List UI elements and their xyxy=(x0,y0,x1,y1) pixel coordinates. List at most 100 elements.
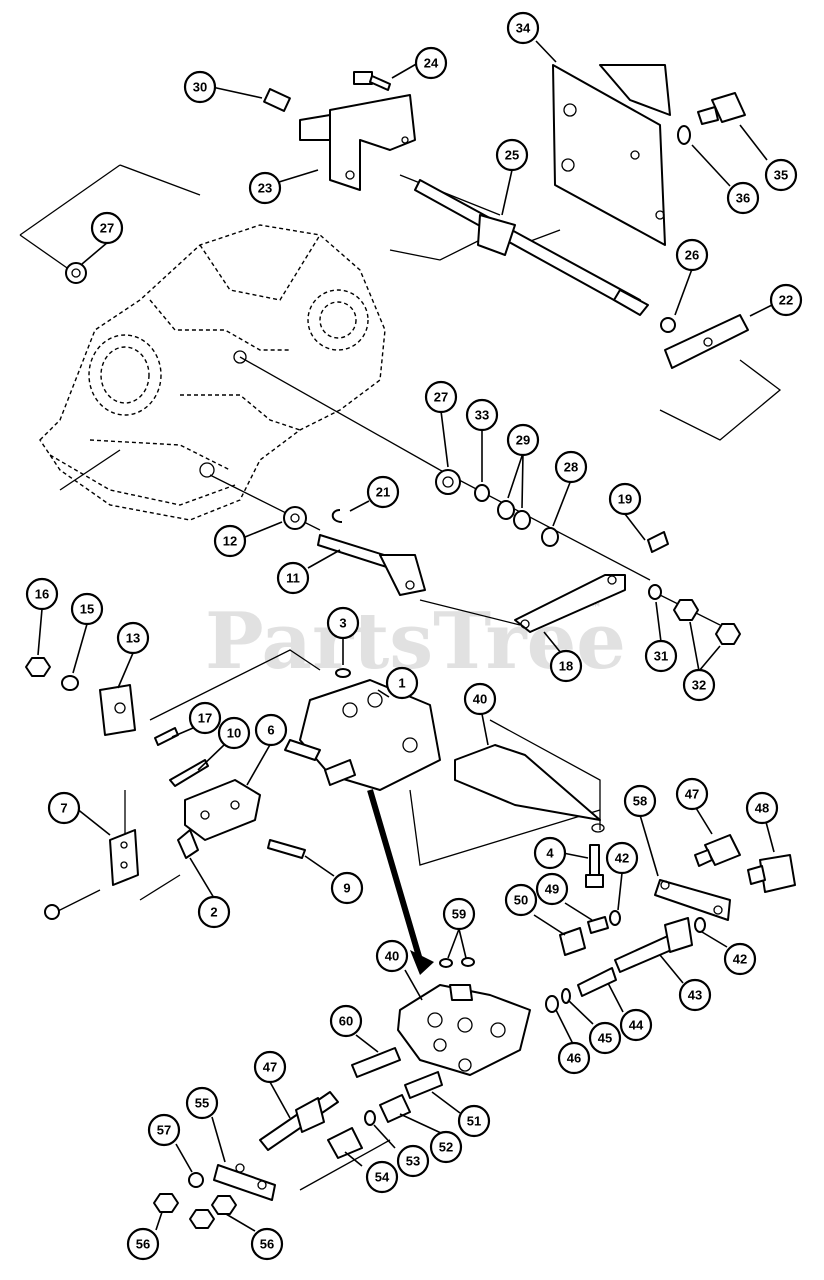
callout-56: 56 xyxy=(250,1227,284,1261)
svg-text:6: 6 xyxy=(267,723,274,738)
link-part xyxy=(654,879,731,921)
valve-body-part xyxy=(284,679,441,791)
svg-text:58: 58 xyxy=(633,794,647,809)
svg-text:49: 49 xyxy=(545,882,559,897)
svg-text:42: 42 xyxy=(615,851,629,866)
nut-part xyxy=(673,599,741,645)
plate-part xyxy=(664,314,749,369)
svg-text:27: 27 xyxy=(434,390,448,405)
clip-part xyxy=(331,509,343,523)
callout-53: 53 xyxy=(396,1144,430,1178)
svg-text:17: 17 xyxy=(198,711,212,726)
callout-26: 26 xyxy=(675,238,709,272)
callout-47: 47 xyxy=(253,1050,287,1084)
callout-50: 50 xyxy=(504,883,538,917)
svg-text:47: 47 xyxy=(685,787,699,802)
valve-body-part xyxy=(397,984,531,1076)
svg-text:25: 25 xyxy=(505,148,519,163)
callout-15: 15 xyxy=(70,592,104,626)
callout-27: 27 xyxy=(90,211,124,245)
svg-text:32: 32 xyxy=(692,678,706,693)
callout-58: 58 xyxy=(623,784,657,818)
svg-text:60: 60 xyxy=(339,1014,353,1029)
svg-text:30: 30 xyxy=(193,80,207,95)
callout-42: 42 xyxy=(605,841,639,875)
svg-text:59: 59 xyxy=(452,907,466,922)
bolt-part xyxy=(353,71,391,91)
svg-text:46: 46 xyxy=(567,1051,581,1066)
svg-text:45: 45 xyxy=(598,1031,612,1046)
callout-49: 49 xyxy=(535,872,569,906)
callout-11: 11 xyxy=(276,561,310,595)
callout-27: 27 xyxy=(424,380,458,414)
bearing-part xyxy=(65,262,87,284)
bearing-part xyxy=(283,506,307,530)
callout-28: 28 xyxy=(554,450,588,484)
callout-19: 19 xyxy=(608,482,642,516)
spool-part xyxy=(614,917,693,973)
bracket-part xyxy=(299,94,416,191)
svg-text:15: 15 xyxy=(80,602,94,617)
svg-text:1: 1 xyxy=(398,676,405,691)
svg-text:18: 18 xyxy=(559,659,573,674)
poppet-part xyxy=(379,1094,411,1123)
svg-text:2: 2 xyxy=(210,905,217,920)
cotter-pin-part xyxy=(169,759,209,787)
callout-7: 7 xyxy=(47,791,81,825)
washer-part xyxy=(61,675,79,691)
svg-text:12: 12 xyxy=(223,534,237,549)
svg-text:21: 21 xyxy=(376,485,390,500)
bracket-part xyxy=(109,829,139,886)
svg-text:11: 11 xyxy=(286,571,300,586)
callout-51: 51 xyxy=(457,1104,491,1138)
svg-text:54: 54 xyxy=(375,1170,390,1185)
svg-text:7: 7 xyxy=(60,801,67,816)
svg-text:42: 42 xyxy=(733,952,747,967)
washer-part xyxy=(677,125,691,145)
svg-text:56: 56 xyxy=(260,1237,274,1252)
callout-21: 21 xyxy=(366,475,400,509)
washer-part xyxy=(188,1172,204,1188)
plug-part xyxy=(327,1127,363,1159)
svg-text:56: 56 xyxy=(136,1237,150,1252)
svg-text:3: 3 xyxy=(339,616,346,631)
svg-text:4: 4 xyxy=(546,846,554,861)
svg-text:19: 19 xyxy=(618,492,632,507)
svg-text:22: 22 xyxy=(779,293,793,308)
svg-text:28: 28 xyxy=(564,460,578,475)
sleeve-part xyxy=(559,927,586,956)
svg-text:24: 24 xyxy=(424,56,439,71)
o-ring-part xyxy=(545,988,571,1013)
callout-40: 40 xyxy=(375,939,409,973)
svg-text:43: 43 xyxy=(688,988,702,1003)
callout-2: 2 xyxy=(197,895,231,929)
clip-part xyxy=(177,829,199,859)
callout-18: 18 xyxy=(549,649,583,683)
callout-17: 17 xyxy=(188,701,222,735)
plate-part xyxy=(552,64,671,246)
callout-23: 23 xyxy=(248,171,282,205)
callout-35: 35 xyxy=(764,158,798,192)
bushing-part xyxy=(263,88,291,112)
link-part xyxy=(213,1163,276,1201)
callout-34: 34 xyxy=(506,11,540,45)
svg-text:23: 23 xyxy=(258,181,272,196)
svg-text:16: 16 xyxy=(35,587,49,602)
callout-52: 52 xyxy=(429,1130,463,1164)
callout-9: 9 xyxy=(330,871,364,905)
svg-text:29: 29 xyxy=(516,433,530,448)
spring-part xyxy=(404,1071,443,1099)
o-ring-part xyxy=(335,668,351,678)
callout-59: 59 xyxy=(442,897,476,931)
nut-part xyxy=(153,1193,237,1229)
callout-56: 56 xyxy=(126,1227,160,1261)
callout-42: 42 xyxy=(723,942,757,976)
washer-part xyxy=(44,904,60,920)
callout-60: 60 xyxy=(329,1004,363,1038)
bolt-part xyxy=(647,531,669,553)
svg-text:36: 36 xyxy=(736,191,750,206)
svg-text:10: 10 xyxy=(227,726,241,741)
shield-part xyxy=(454,744,605,833)
callout-3: 3 xyxy=(326,606,360,640)
